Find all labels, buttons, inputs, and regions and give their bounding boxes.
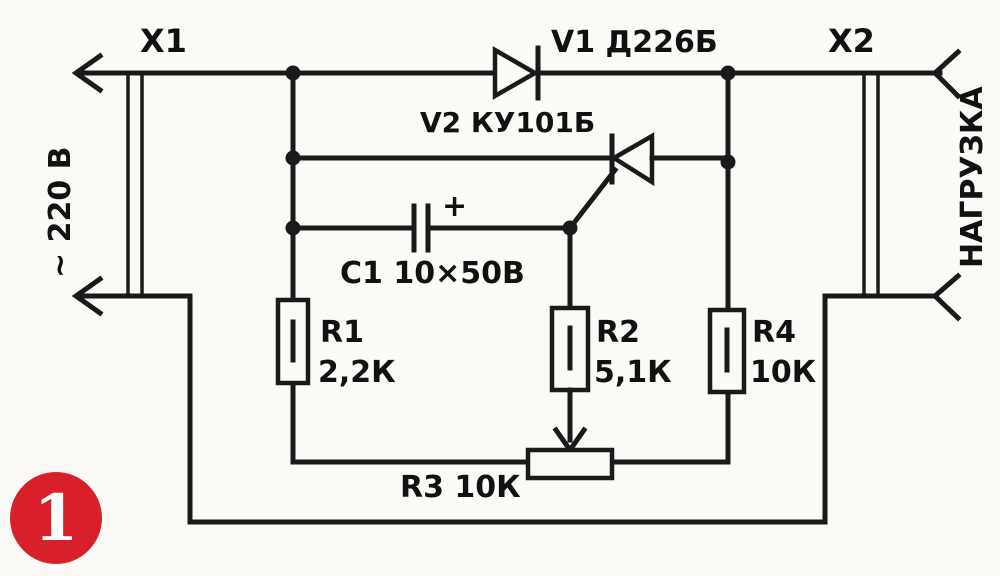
label-c1-polarity: +	[442, 189, 467, 224]
potentiometer-r3	[525, 447, 615, 481]
thyristor-v2	[290, 132, 731, 232]
left-bus	[290, 70, 531, 465]
diode-v1	[492, 45, 943, 101]
label-r1-name: R1	[320, 315, 364, 350]
figure-number: 1	[34, 481, 79, 556]
junction-dots	[285, 65, 736, 236]
label-r1-value: 2,2К	[318, 355, 396, 390]
label-supply-voltage: ~ 220 В	[43, 146, 78, 278]
label-x2: X2	[828, 22, 875, 60]
resistor-r1	[275, 297, 311, 386]
terminal-x2	[822, 48, 962, 322]
label-r3: R3 10К	[400, 470, 521, 505]
resistor-r2	[549, 305, 591, 455]
return-wire	[187, 293, 828, 525]
label-r2-name: R2	[596, 315, 640, 350]
figure-number-badge: 1	[10, 472, 102, 564]
resistor-r4	[707, 307, 747, 395]
label-r4-value: 10К	[750, 355, 817, 390]
label-v2: V2 КУ101Б	[420, 106, 595, 139]
label-v1: V1 Д226Б	[551, 25, 718, 60]
label-r4-name: R4	[752, 315, 796, 350]
label-x1: X1	[140, 22, 187, 60]
label-c1: С1 10×50В	[340, 256, 525, 291]
capacitor-c1	[290, 203, 573, 311]
label-r2-value: 5,1К	[594, 355, 672, 390]
right-bus	[609, 70, 731, 465]
label-load: НАГРУЗКА	[955, 86, 990, 268]
